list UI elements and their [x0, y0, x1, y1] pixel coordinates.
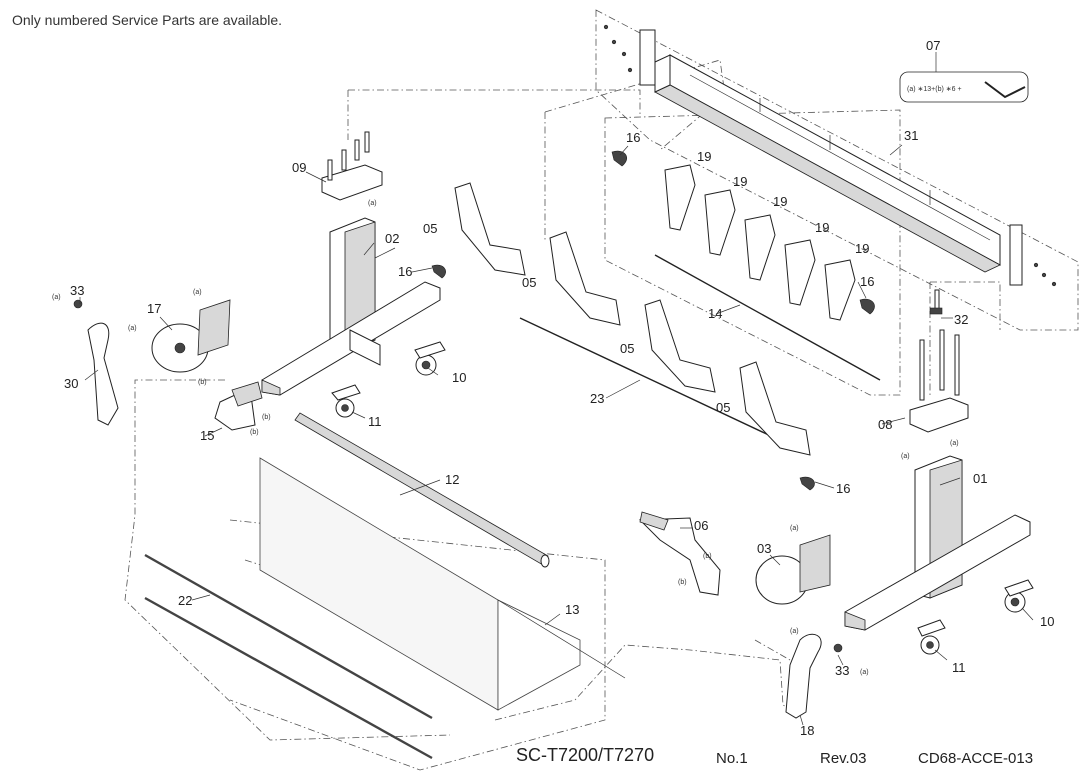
label-33-left: 33 [70, 283, 84, 298]
label-10-left: 10 [452, 370, 466, 385]
svg-text:(b): (b) [678, 579, 687, 586]
part-12-shaft [294, 412, 550, 568]
document-code: CD68-ACCE-013 [918, 750, 1034, 767]
label-05-a: 05 [423, 221, 437, 236]
rail-screws [603, 24, 1057, 287]
leader-lines [79, 144, 1034, 726]
revision: Rev.03 [820, 750, 867, 767]
part-30-left-arm [73, 299, 119, 426]
part-22-rods [144, 553, 433, 760]
label-10-right: 10 [1040, 614, 1054, 629]
label-09: 09 [292, 160, 306, 175]
label-19-e: 19 [855, 241, 869, 256]
label-05-d: 05 [716, 400, 730, 415]
label-02: 02 [385, 231, 399, 246]
label-11-right: 11 [952, 660, 966, 675]
label-31: 31 [904, 128, 918, 143]
part-10-11-left-casters [331, 341, 446, 418]
part-18-right-arm [785, 633, 843, 719]
label-32: 32 [954, 312, 968, 327]
label-05-b: 05 [522, 275, 536, 290]
label-03: 03 [757, 541, 771, 556]
part-number-labels: 07 31 09 02 33 17 16 30 15 11 10 05 05 0… [64, 38, 1054, 738]
label-13: 13 [565, 602, 579, 617]
svg-text:(a): (a) [790, 628, 799, 635]
label-16-right: 16 [860, 274, 874, 289]
svg-text:(a): (a) [52, 294, 61, 301]
svg-text:(a): (a) [790, 525, 799, 532]
service-parts-note: Only numbered Service Parts are availabl… [12, 12, 283, 28]
label-16-left: 16 [398, 264, 412, 279]
label-18: 18 [800, 723, 814, 738]
part-01-right-stand [844, 455, 1031, 631]
label-15: 15 [200, 428, 214, 443]
part-17-left-holder [151, 299, 231, 373]
label-16-bottom: 16 [836, 481, 850, 496]
svg-text:(a): (a) [950, 440, 959, 447]
part-03-right-holder [755, 534, 831, 605]
label-30: 30 [64, 376, 78, 391]
label-07: 07 [926, 38, 940, 53]
part-32-clip [929, 289, 943, 315]
svg-text:(b): (b) [250, 429, 259, 436]
svg-text:(a): (a) [193, 289, 202, 296]
label-19-c: 19 [773, 194, 787, 209]
label-05-c: 05 [620, 341, 634, 356]
svg-text:(a): (a) [368, 200, 377, 207]
part-23-rod [519, 317, 791, 446]
label-19-a: 19 [697, 149, 711, 164]
svg-text:(b): (b) [262, 414, 271, 421]
part-13-sheet [259, 457, 626, 711]
label-16-top: 16 [626, 130, 640, 145]
part-05-guides [454, 182, 811, 456]
label-01: 01 [973, 471, 987, 486]
svg-text:(b): (b) [198, 379, 207, 386]
label-17: 17 [147, 301, 161, 316]
label-22: 22 [178, 593, 192, 608]
part-31-rail [639, 29, 1023, 286]
label-11-left: 11 [368, 414, 382, 429]
model-name: SC-T7200/T7270 [516, 745, 655, 765]
part-08-bracket [909, 329, 969, 433]
part-10-11-right-casters [917, 579, 1034, 655]
svg-text:(a): (a) [901, 453, 910, 460]
part-19-holders [664, 164, 856, 321]
part-09-bracket [321, 131, 383, 201]
label-12: 12 [445, 472, 459, 487]
callout-07: (a) ∗13+(b) ∗6 + [899, 52, 1029, 103]
label-19-d: 19 [815, 220, 829, 235]
svg-text:(a): (a) [128, 325, 137, 332]
part-16-spacers [431, 150, 875, 491]
part-02-left-stand [261, 217, 441, 396]
part-06-right-lever [638, 511, 721, 596]
sheet-number: No.1 [716, 750, 748, 767]
label-06: 06 [694, 518, 708, 533]
label-33-right: 33 [835, 663, 849, 678]
label-19-b: 19 [733, 174, 747, 189]
callout-07-formula: (a) ∗13+(b) ∗6 + [907, 86, 962, 93]
label-08: 08 [878, 417, 892, 432]
screw-markers: (a) (a) (a) (a) (b) (b) (b) (a) (a) (a) … [52, 200, 959, 676]
svg-text:(a): (a) [860, 669, 869, 676]
part-15-left-lever [214, 381, 263, 431]
label-14: 14 [708, 306, 722, 321]
label-23: 23 [590, 391, 604, 406]
svg-text:(b): (b) [703, 553, 712, 560]
part-14-rod [654, 254, 881, 381]
